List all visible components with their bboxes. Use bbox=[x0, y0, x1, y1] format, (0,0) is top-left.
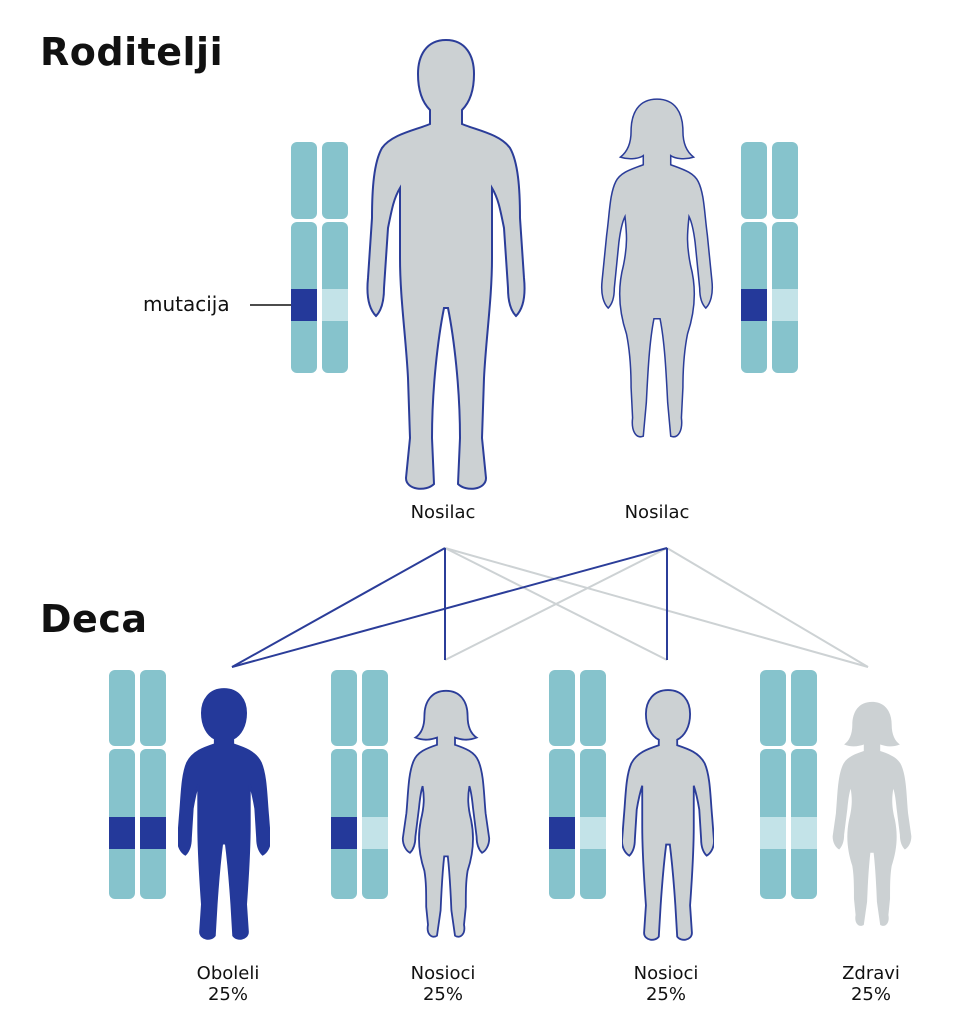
mother-figure bbox=[600, 98, 714, 438]
healthy-band bbox=[760, 817, 786, 849]
chromatid-right bbox=[322, 142, 348, 373]
children-heading: Deca bbox=[40, 597, 148, 641]
healthy-child-figure bbox=[832, 701, 912, 926]
child-label-carrier-1-percent: 25% bbox=[422, 984, 463, 1005]
inheritance-lines bbox=[231, 547, 869, 668]
chromatid-left bbox=[331, 670, 357, 899]
father-figure bbox=[366, 39, 526, 490]
parent-label-father: Nosilac bbox=[410, 502, 476, 523]
child-chromosome-pair-4 bbox=[760, 670, 817, 899]
child-label-carrier-2-status: Nosioci bbox=[633, 963, 699, 984]
child-label-affected-status: Oboleli bbox=[196, 963, 260, 984]
mutation-band bbox=[549, 817, 575, 849]
mutation-band bbox=[291, 289, 317, 321]
inheritance-line-2 bbox=[444, 547, 668, 661]
child-chromosome-pair-3 bbox=[549, 670, 606, 899]
inheritance-line-6 bbox=[231, 547, 668, 668]
chromatid-left bbox=[741, 142, 767, 373]
inheritance-line-3 bbox=[666, 547, 869, 668]
affected-child-figure bbox=[178, 688, 270, 940]
parents-heading: Roditelji bbox=[40, 30, 224, 74]
inheritance-line-1 bbox=[444, 547, 869, 668]
chromatid-right bbox=[140, 670, 166, 899]
chromatid-right bbox=[772, 142, 798, 373]
carrier-boy-figure bbox=[622, 689, 714, 941]
child-chromosome-pair-1 bbox=[109, 670, 166, 899]
chromatid-left bbox=[760, 670, 786, 899]
child-label-carrier-2: Nosioci 25% bbox=[606, 963, 726, 1005]
child-label-carrier-2-percent: 25% bbox=[645, 984, 686, 1005]
parent-label-mother: Nosilac bbox=[624, 502, 690, 523]
parent-chromosome-pair-2 bbox=[741, 142, 798, 373]
mutation-band bbox=[741, 289, 767, 321]
chromatid-left bbox=[291, 142, 317, 373]
healthy-band bbox=[580, 817, 606, 849]
child-label-healthy: Zdravi 25% bbox=[811, 963, 931, 1005]
chromatid-left bbox=[109, 670, 135, 899]
parent-chromosome-pair-1 bbox=[291, 142, 348, 373]
child-label-affected-percent: 25% bbox=[207, 984, 248, 1005]
child-label-carrier-1: Nosioci 25% bbox=[383, 963, 503, 1005]
chromatid-right bbox=[580, 670, 606, 899]
child-label-affected: Oboleli 25% bbox=[168, 963, 288, 1005]
healthy-band bbox=[791, 817, 817, 849]
healthy-band bbox=[362, 817, 388, 849]
child-label-healthy-status: Zdravi bbox=[842, 963, 900, 984]
healthy-band bbox=[322, 289, 348, 321]
child-chromosome-pair-2 bbox=[331, 670, 388, 899]
mutation-band bbox=[331, 817, 357, 849]
mutation-band bbox=[140, 817, 166, 849]
mutation-band bbox=[109, 817, 135, 849]
child-label-healthy-percent: 25% bbox=[850, 984, 891, 1005]
mutation-label: mutacija bbox=[143, 292, 230, 316]
chromatid-left bbox=[549, 670, 575, 899]
chromatid-right bbox=[362, 670, 388, 899]
healthy-band bbox=[772, 289, 798, 321]
chromatid-right bbox=[791, 670, 817, 899]
carrier-girl-figure bbox=[401, 689, 491, 938]
inheritance-line-4 bbox=[231, 547, 446, 668]
chromosome-pairs bbox=[109, 142, 817, 899]
child-label-carrier-1-status: Nosioci bbox=[410, 963, 476, 984]
